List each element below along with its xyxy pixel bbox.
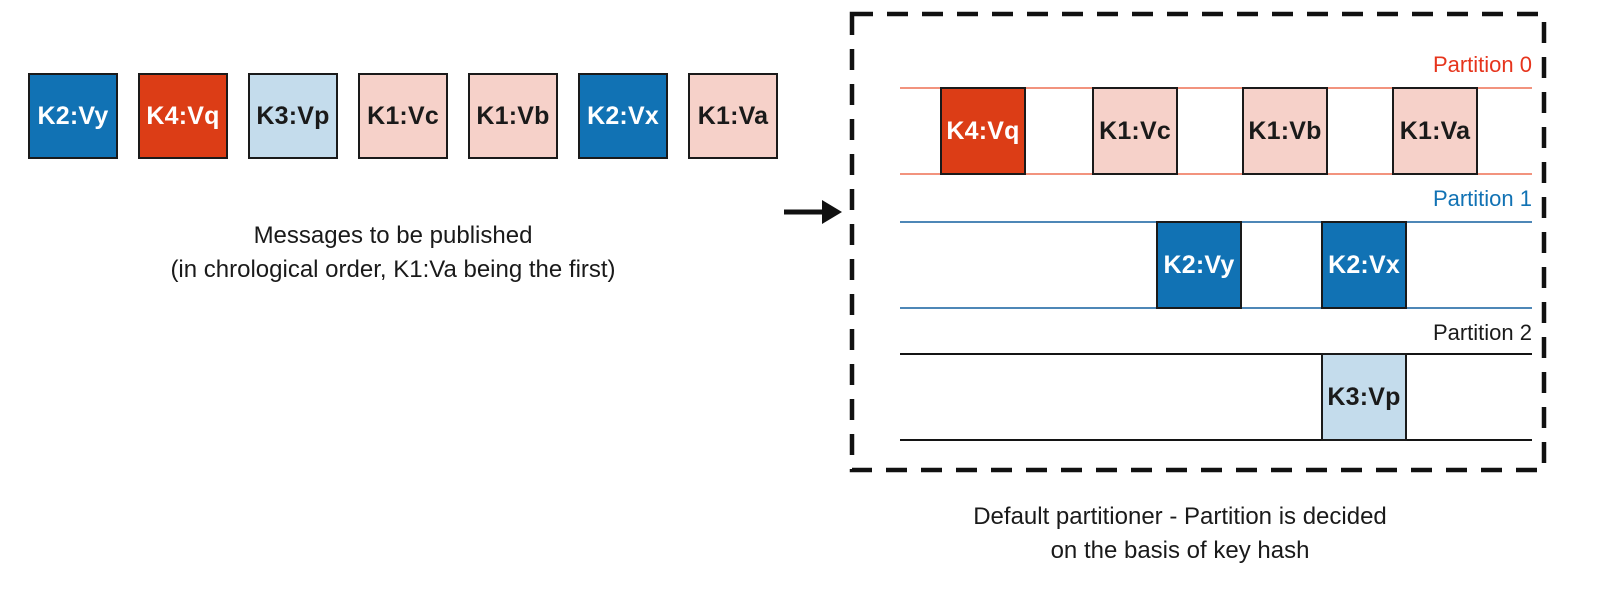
message-label: K3:Vp (1327, 382, 1401, 411)
partition-0-top-line (900, 87, 1532, 89)
partitioner-dashed-border (849, 11, 1547, 473)
message-box: K1:Vb (468, 73, 558, 159)
message-label: K1:Vb (476, 101, 550, 130)
message-box: K3:Vp (1321, 353, 1407, 441)
message-box: K1:Va (688, 73, 778, 159)
messages-caption: Messages to be published (in chrological… (63, 219, 723, 287)
partition-2-top-line (900, 353, 1532, 355)
message-label: K2:Vy (1163, 250, 1235, 279)
message-label: K2:Vx (1328, 250, 1400, 279)
message-box: K2:Vy (1156, 221, 1242, 309)
message-box: K3:Vp (248, 73, 338, 159)
message-label: K4:Vq (146, 101, 220, 130)
partition-2-label: Partition 2 (1432, 320, 1532, 345)
message-box: K2:Vx (1321, 221, 1407, 309)
messages-caption-line1: Messages to be published (253, 222, 533, 249)
message-label: K1:Vb (1248, 116, 1322, 145)
messages-caption-line2: (in chrological order, K1:Va being the f… (170, 256, 616, 283)
message-box: K2:Vy (28, 73, 118, 159)
right-arrow-icon (784, 200, 842, 224)
partition-2-bottom-line (900, 439, 1532, 441)
partition-0-label: Partition 0 (1432, 52, 1532, 77)
partition-0-bottom-line (900, 173, 1532, 175)
message-box: K1:Va (1392, 87, 1478, 175)
message-label: K1:Va (697, 101, 769, 130)
partitioner-caption-line1: Default partitioner - Partition is decid… (973, 503, 1387, 530)
message-box: K4:Vq (138, 73, 228, 159)
message-box: K1:Vb (1242, 87, 1328, 175)
message-label: K2:Vy (37, 101, 109, 130)
message-box: K1:Vc (1092, 87, 1178, 175)
partitioner-caption: Default partitioner - Partition is decid… (880, 500, 1480, 568)
message-box: K4:Vq (940, 87, 1026, 175)
message-box: K1:Vc (358, 73, 448, 159)
partition-1-label: Partition 1 (1432, 186, 1532, 211)
message-label: K1:Vc (1099, 116, 1171, 145)
partitioner-caption-line2: on the basis of key hash (1050, 537, 1310, 564)
message-label: K3:Vp (256, 101, 330, 130)
message-label: K2:Vx (587, 101, 659, 130)
message-label: K1:Vc (367, 101, 439, 130)
message-label: K1:Va (1399, 116, 1471, 145)
message-box: K2:Vx (578, 73, 668, 159)
message-label: K4:Vq (946, 116, 1020, 145)
